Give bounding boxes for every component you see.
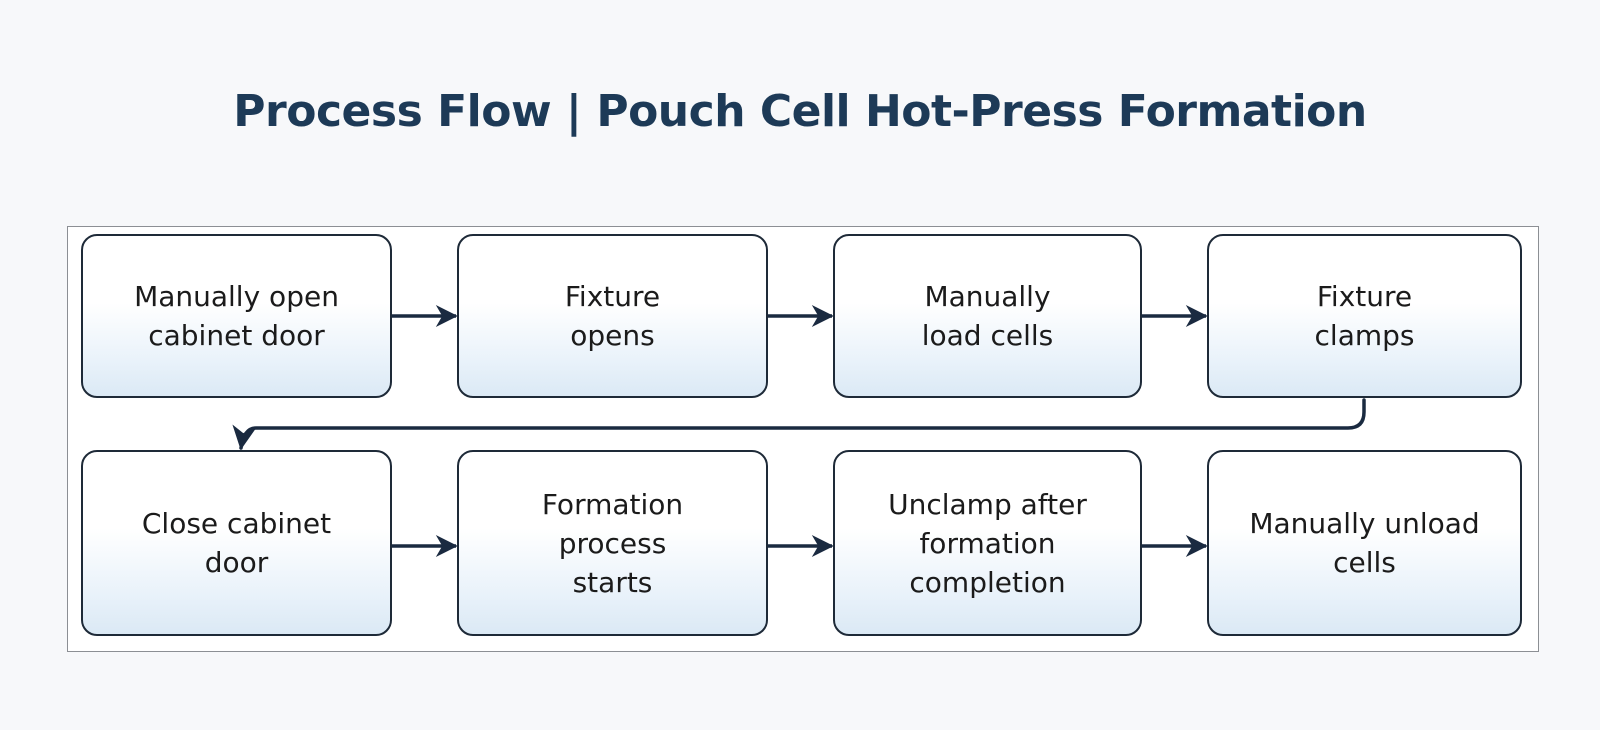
step-fixture-opens: Fixture opens (457, 234, 768, 398)
step-manually-load-cells: Manually load cells (833, 234, 1142, 398)
step-manually-unload-cells: Manually unload cells (1207, 450, 1522, 636)
step-label: Fixture opens (564, 280, 661, 352)
arrow-step4-to-step5 (232, 398, 1366, 450)
step-label: Manually open cabinet door (134, 280, 339, 352)
step-formation-process-starts: Formation process starts (457, 450, 768, 636)
step-close-cabinet-door: Close cabinet door (81, 450, 392, 636)
step-fixture-clamps: Fixture clamps (1207, 234, 1522, 398)
step-unclamp-after-formation-completion: Unclamp after formation completion (833, 450, 1142, 636)
step-label: Close cabinet door (141, 507, 332, 579)
page-title: Process Flow | Pouch Cell Hot-Press Form… (233, 86, 1367, 137)
step-label: Unclamp after formation completion (888, 487, 1087, 599)
step-label: Formation process starts (541, 487, 684, 599)
step-label: Manually load cells (921, 280, 1054, 352)
step-label: Fixture clamps (1314, 280, 1415, 352)
step-manually-open-cabinet-door: Manually open cabinet door (81, 234, 392, 398)
step-label: Manually unload cells (1249, 507, 1480, 579)
